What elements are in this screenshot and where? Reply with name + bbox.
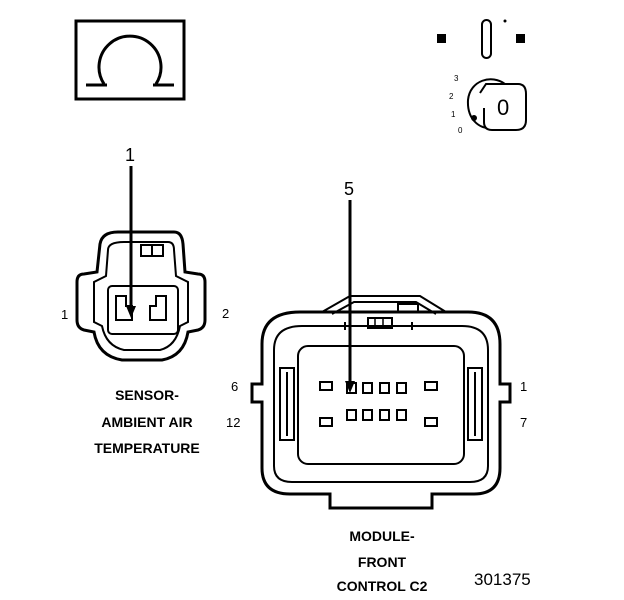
ignition-position-2: 2 (449, 92, 454, 101)
ignition-position-3: 3 (454, 74, 459, 83)
callout-sensor-number: 1 (125, 145, 136, 165)
ohm-symbol-icon (74, 19, 186, 101)
module-pin-7-label: 7 (520, 415, 528, 430)
sensor-label-line-2: AMBIENT AIR (101, 414, 193, 430)
sensor-connector-drawing (75, 230, 207, 362)
ignition-key-icon (437, 19, 527, 131)
module-label-line-2: FRONT (357, 554, 407, 570)
sensor-pin-left-label: 1 (61, 307, 69, 322)
callout-module-number: 5 (344, 179, 355, 199)
probe-arrow-module-icon (345, 200, 355, 393)
ignition-position-1: 1 (451, 110, 456, 119)
module-pin-6-label: 6 (231, 379, 239, 394)
sensor-label-line-3: TEMPERATURE (94, 440, 200, 456)
module-label-line-1: MODULE- (349, 528, 415, 544)
ignition-position-0: 0 (458, 126, 463, 135)
module-connector-drawing (250, 295, 512, 510)
module-pin-1-label: 1 (520, 379, 528, 394)
sensor-pin-right-label: 2 (222, 306, 230, 321)
probe-arrow-icon (126, 166, 136, 318)
module-label-line-3: CONTROL C2 (336, 578, 428, 594)
ignition-key-label: 0 (497, 95, 510, 120)
sensor-label-line-1: SENSOR- (115, 387, 179, 403)
module-pin-12-label: 12 (226, 415, 241, 430)
figure-number: 301375 (474, 570, 531, 589)
